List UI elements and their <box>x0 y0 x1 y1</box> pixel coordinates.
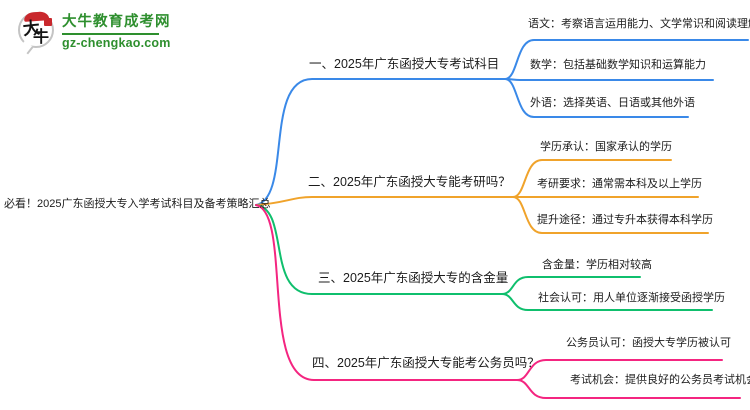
site-domain: gz-chengkao.com <box>62 36 171 50</box>
branch-3-connectors <box>255 204 713 311</box>
branch-4-child-1-underline <box>516 359 723 381</box>
branch-3-line <box>255 204 503 295</box>
branch-2-child-3-underline <box>512 196 709 234</box>
branch-4-connectors <box>255 204 741 399</box>
branch-1-child-2-underline <box>504 78 714 81</box>
branch-3-child-2-underline <box>501 293 713 311</box>
branch-1-line <box>255 78 506 206</box>
logo-badge-char-2: 牛 <box>33 27 50 46</box>
branch-3-child-1: 含金量：学历相对较高 <box>542 259 652 271</box>
branch-3-label: 三、2025年广东函授大专的含金量 <box>318 271 509 285</box>
branch-4-line <box>255 204 518 381</box>
branch-2-child-1-underline <box>512 159 672 198</box>
logo-brand-block: 大牛教育成考网 gz-chengkao.com <box>62 10 171 50</box>
logo-seal-icon <box>44 18 52 26</box>
root-topic: 必看！2025广东函授大专入学考试科目及备考策略汇总 <box>4 198 271 210</box>
branch-3-child-2: 社会认可：用人单位逐渐接受函授学历 <box>538 292 725 304</box>
branch-1-child-2: 数学：包括基础数学知识和运算能力 <box>530 59 706 71</box>
branch-2-child-3: 提升途径：通过专升本获得本科学历 <box>537 214 713 226</box>
branch-4-child-1: 公务员认可：函授大专学历被认可 <box>566 337 731 349</box>
branch-1-connectors <box>255 39 749 206</box>
branch-1-label: 一、2025年广东函授大专考试科目 <box>309 57 500 71</box>
logo-badge: 大 牛 <box>18 11 54 55</box>
branch-2-label: 二、2025年广东函授大专能考研吗？ <box>308 175 511 189</box>
branch-2-child-2: 考研要求：通常需本科及以上学历 <box>537 178 702 190</box>
branch-2-line <box>255 196 514 206</box>
branch-2-connectors <box>255 159 709 234</box>
branch-1-child-3: 外语：选择英语、日语或其他外语 <box>530 97 695 109</box>
branch-3-child-1-underline <box>501 276 641 295</box>
branch-4-label: 四、2025年广东函授大专能考公务员吗？ <box>312 356 540 370</box>
branch-1-child-1: 语文：考察语言运用能力、文学常识和阅读理解 <box>528 18 750 30</box>
branch-4-child-2: 考试机会：提供良好的公务员考试机会 <box>570 374 750 386</box>
logo-divider <box>62 33 159 35</box>
branch-1-child-1-underline <box>504 39 749 80</box>
site-logo: 大 牛 大牛教育成考网 gz-chengkao.com <box>18 10 171 55</box>
branch-4-child-2-underline <box>516 379 741 399</box>
site-name: 大牛教育成考网 <box>62 14 171 30</box>
branch-1-child-3-underline <box>504 78 689 118</box>
branch-2-child-1: 学历承认：国家承认的学历 <box>540 141 672 153</box>
